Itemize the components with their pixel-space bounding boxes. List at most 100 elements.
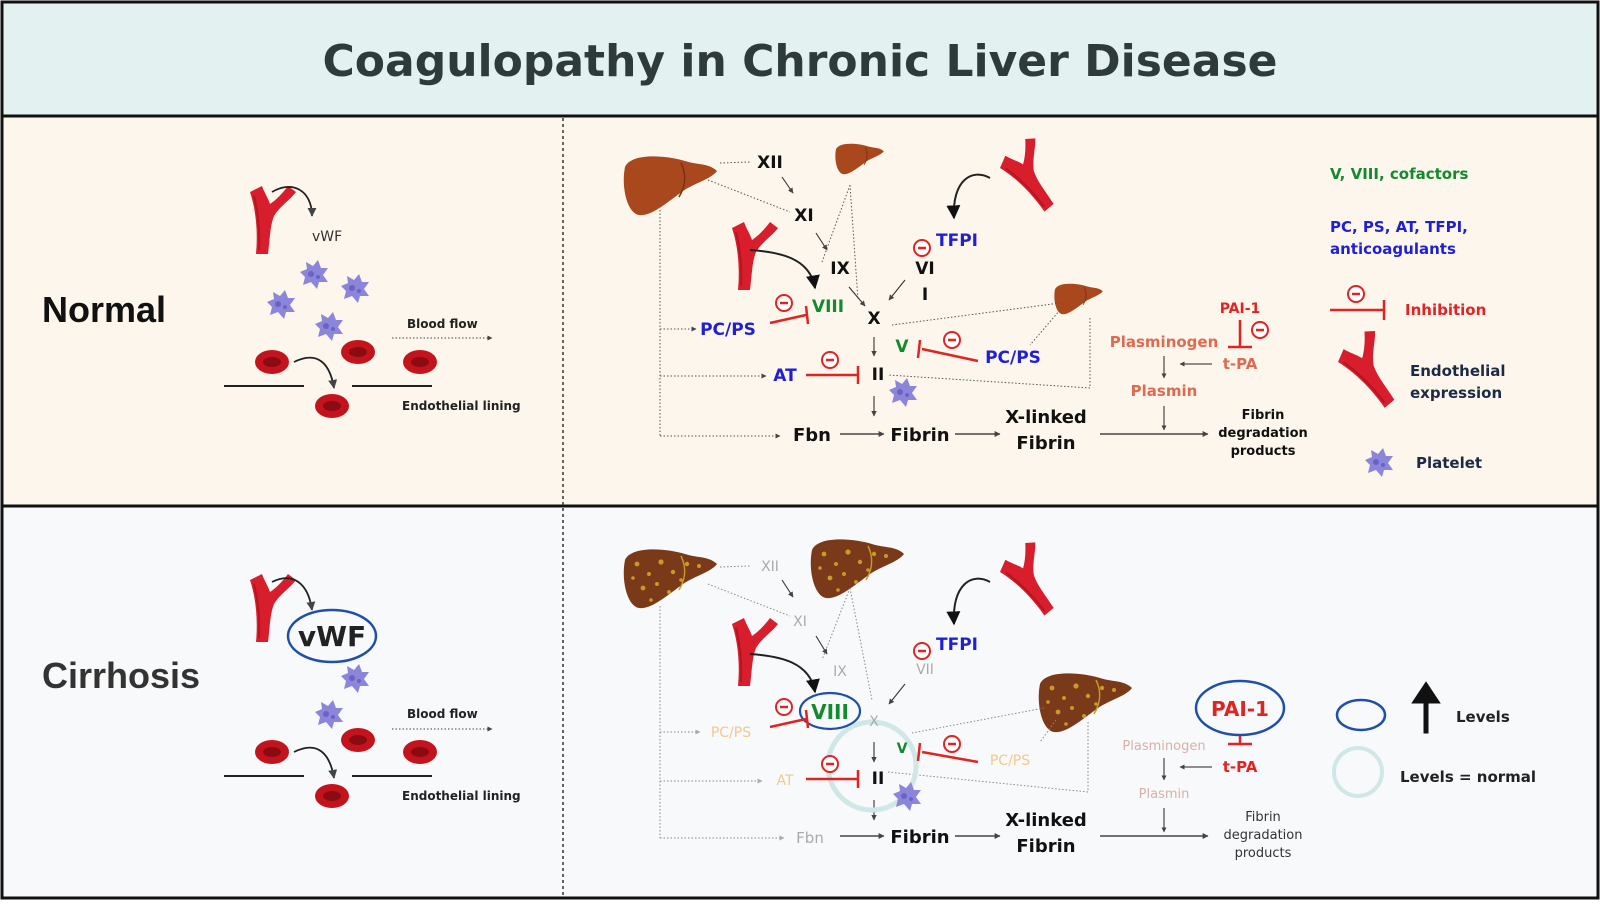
inhibition-icon [774,293,794,313]
red-blood-cell-icon [315,394,349,418]
plasmin-label: Plasmin [1139,787,1190,802]
red-blood-cell-icon [255,740,289,764]
legend-anticoagulants-1: PC, PS, AT, TFPI, [1330,218,1468,236]
factor-xi: XI [793,614,807,630]
legend-levels-up: Levels [1456,708,1510,726]
fdp-line-1: Fibrin [1242,408,1285,423]
vwf-release-arrow [271,577,316,611]
pai1-label: PAI-1 [1220,301,1261,317]
legend-platelet: Platelet [1416,454,1482,472]
inhibition-icon [774,697,794,717]
anticoag-pcps-left: PC/PS [711,725,751,741]
extravasation-arrow [293,746,338,779]
up-arrow-icon [1411,681,1441,734]
inhibition-icon [1346,284,1366,304]
extravasation-arrow [293,356,338,389]
cirrhosis-vwf-label: vWF [298,620,366,653]
plasminogen-label: Plasminogen [1122,739,1205,754]
chain-xlinked-2: Fibrin [1016,836,1075,857]
cirrhosis-cascade: XII XI IX X II VII VIII V PC/PS PC/PS AT… [623,536,1303,861]
legend-inhibition: Inhibition [1405,301,1486,319]
factor-v: V [895,337,909,357]
cirrhosis-row-label: Cirrhosis [42,655,200,696]
factor-xii: XII [761,559,779,575]
title-banner [0,0,1600,118]
normal-blood-flow-label: Blood flow [407,317,478,331]
legend-anticoagulants-2: anticoagulants [1330,240,1456,258]
legend-normal-circle [1332,746,1384,798]
legend-bottom: Levels Levels = normal [1332,681,1536,798]
fdp-line-1: Fibrin [1245,810,1281,825]
tpa-label: t-PA [1223,758,1258,776]
anticoag-pcps-right: PC/PS [985,348,1041,368]
plasminogen-label: Plasminogen [1110,333,1219,351]
red-blood-cell-icon [341,728,375,752]
normal-cascade: XII XI IX X II VI I VIII V PC/PS PC/PS A… [623,132,1308,459]
anticoag-at: AT [776,773,793,789]
red-blood-cell-icon [403,350,437,374]
anticoag-tfpi: TFPI [936,231,978,251]
factor-x: X [867,309,880,329]
inhibition-icon [1250,320,1270,340]
legend-endothelial-1: Endothelial [1410,362,1506,380]
inhibition-icon [820,754,840,774]
inhibition-icon [912,238,932,258]
legend-top: V, VIII, cofactors PC, PS, AT, TFPI, ant… [1330,165,1506,477]
normal-vwf-label: vWF [312,229,342,245]
fdp-line-3: products [1235,846,1292,861]
fdp-line-2: degradation [1218,426,1308,441]
factor-ii: II [872,365,885,385]
red-blood-cell-icon [341,340,375,364]
tpa-label: t-PA [1223,355,1258,373]
chain-xlinked-1: X-linked [1005,407,1087,428]
factor-vii: VII [916,662,934,678]
cirrhosis-endothelial-label: Endothelial lining [402,789,521,803]
plasmin-label: Plasmin [1131,382,1198,400]
normal-row-label: Normal [42,289,166,330]
factor-viii: VIII [812,297,844,317]
chain-xlinked-2: Fibrin [1016,433,1075,454]
pai1-label: PAI-1 [1211,697,1269,721]
factor-xi: XI [794,206,813,226]
chain-fbn: Fbn [796,829,824,847]
normal-endothelial-label: Endothelial lining [402,399,521,413]
red-blood-cell-icon [403,740,437,764]
cirrhosis-blood-flow-label: Blood flow [407,707,478,721]
inhibition-icon [820,350,840,370]
anticoag-pcps-right: PC/PS [990,753,1030,769]
inhibition-icon [942,330,962,350]
anticoag-at: AT [773,366,797,386]
chain-fibrin: Fibrin [890,827,949,848]
figure-title: Coagulopathy in Chronic Liver Disease [323,36,1278,87]
chain-xlinked-1: X-linked [1005,810,1087,831]
factor-i: I [922,285,928,305]
anticoag-pcps-left: PC/PS [700,320,756,340]
legend-endothelial-2: expression [1410,384,1502,402]
fdp-line-3: products [1231,444,1296,459]
anticoag-tfpi: TFPI [936,635,978,655]
vwf-release-arrow [271,186,317,217]
chain-fbn: Fbn [793,425,831,446]
factor-v: V [897,741,908,757]
cirrhosis-panel [0,504,1600,900]
factor-vi: VI [915,259,934,279]
factor-x: X [869,714,879,730]
legend-increased-circle [1335,698,1387,732]
pai1-increased-circle [1194,679,1286,737]
factor-ix: IX [833,664,847,680]
factor-ii: II [872,769,885,789]
fdp-line-2: degradation [1224,828,1303,843]
inhibition-icon [912,641,932,661]
vwf-increased-circle [286,608,378,664]
viii-increased-circle [798,691,862,731]
chain-fibrin: Fibrin [890,425,949,446]
red-blood-cell-icon [255,350,289,374]
legend-cofactors: V, VIII, cofactors [1330,165,1468,183]
legend-levels-normal: Levels = normal [1400,768,1536,786]
red-blood-cell-icon [315,784,349,808]
inhibition-icon [942,734,962,754]
factor-ix: IX [830,259,849,279]
factor-xii: XII [757,153,783,173]
